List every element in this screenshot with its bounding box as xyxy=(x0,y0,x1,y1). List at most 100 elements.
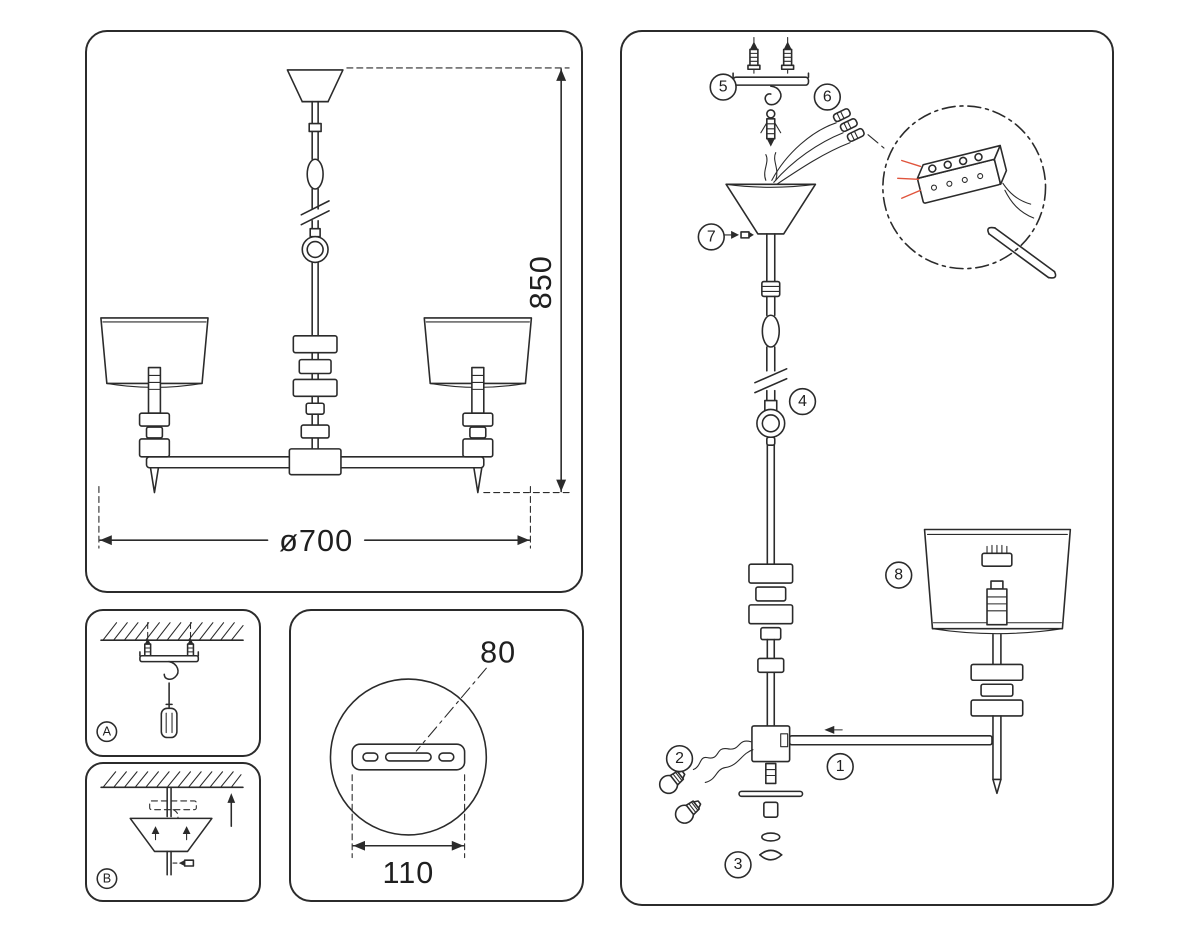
bracket-detail-panel: 80 110 xyxy=(289,609,584,902)
chandelier-overview-drawing: 850 ø700 xyxy=(98,67,570,558)
screw-icon xyxy=(780,41,795,71)
connector-icon xyxy=(832,108,851,123)
center-column-blocks xyxy=(292,335,338,439)
side-screw-icon xyxy=(172,859,195,867)
arm-bar xyxy=(788,735,993,746)
callout-6 xyxy=(813,83,842,111)
suspension-stem xyxy=(300,100,330,454)
exploded-assembly-drawing: 5 6 7 4 8 1 2 3 xyxy=(658,36,1072,879)
ceiling-bracket xyxy=(732,76,810,86)
canopy-mounting xyxy=(129,786,213,876)
plate-slot-center xyxy=(384,752,432,762)
mount-panel-a: A xyxy=(85,609,261,757)
suspension-ring xyxy=(301,235,329,264)
ceiling-hatch xyxy=(100,771,244,789)
side-screw-icon xyxy=(740,231,754,239)
callout-7-number: 7 xyxy=(707,228,716,245)
callout-4-number: 4 xyxy=(798,393,807,410)
callout-1-number: 1 xyxy=(836,758,845,775)
washer-bar xyxy=(738,790,804,798)
callout-6-number: 6 xyxy=(823,89,832,106)
callout-8 xyxy=(885,561,913,589)
chain-link xyxy=(306,158,324,190)
height-dimension-label: 850 xyxy=(523,255,558,309)
terminal-detail-circle xyxy=(882,105,1057,279)
mounting-bracket xyxy=(139,622,200,681)
callout-3-number: 3 xyxy=(734,856,743,873)
ceiling-hatch xyxy=(100,622,244,641)
hook-icon xyxy=(163,660,179,681)
callout-5-number: 5 xyxy=(719,79,728,96)
callout-8-number: 8 xyxy=(894,567,903,584)
mounting-plate xyxy=(351,743,466,771)
suspension-ring xyxy=(756,408,786,439)
mount-panel-b: B xyxy=(85,762,261,902)
anchor-bolt xyxy=(760,109,782,147)
callout-2 xyxy=(665,744,694,773)
hidden-bracket xyxy=(149,800,197,811)
height-dimension xyxy=(346,67,570,494)
break-symbol xyxy=(300,200,330,226)
connector-icon xyxy=(846,127,865,143)
mount-option-a-drawing: A xyxy=(96,622,244,743)
slot-dimension-leader xyxy=(415,667,487,752)
mounting-hardware xyxy=(732,36,810,147)
socket-prongs xyxy=(981,544,1013,567)
bracket-detail-drawing: 80 110 xyxy=(329,635,516,890)
ring-washer xyxy=(761,832,781,842)
screw-icon xyxy=(747,41,761,71)
arm-bar xyxy=(145,448,485,494)
variant-b-badge xyxy=(96,868,118,890)
screwdriver-icon xyxy=(160,682,178,739)
screw-icon xyxy=(144,638,152,657)
plate-dimension-label: 110 xyxy=(383,856,435,890)
hub-block xyxy=(751,725,791,763)
hook-icon xyxy=(764,85,782,106)
diameter-dimension xyxy=(98,486,531,549)
up-arrow-icon xyxy=(227,793,236,827)
callout-1 xyxy=(826,752,854,781)
ceiling-canopy xyxy=(129,817,213,853)
mount-option-b-drawing: B xyxy=(96,771,244,890)
plate-slot-right xyxy=(438,752,455,762)
cable-tie-icon xyxy=(987,226,1057,279)
overview-panel: 850 ø700 xyxy=(85,30,583,593)
plate-slot-left xyxy=(362,752,379,762)
finial-left xyxy=(149,466,160,494)
fastener-stack xyxy=(738,762,804,861)
chain-link xyxy=(761,314,781,348)
candle-left xyxy=(138,366,171,458)
bulb-icon xyxy=(674,800,702,824)
variant-b-label: B xyxy=(103,872,111,886)
ceiling-canopy xyxy=(725,183,817,235)
wire-marks xyxy=(897,159,922,199)
canopy-assembly xyxy=(722,152,817,239)
plate-dimension xyxy=(351,774,466,859)
variant-a-badge xyxy=(96,721,118,743)
center-column-blocks xyxy=(748,563,794,727)
wire-connectors xyxy=(771,108,887,185)
slot-dimension-label: 80 xyxy=(480,635,516,669)
break-symbol xyxy=(754,368,788,394)
screw-icon xyxy=(186,638,195,657)
callout-2-number: 2 xyxy=(675,750,684,767)
terminal-block xyxy=(916,144,1008,204)
connector-icon xyxy=(839,118,858,133)
callout-3 xyxy=(724,851,752,879)
cap-shell xyxy=(759,849,783,856)
finial-right xyxy=(473,466,483,494)
callout-5 xyxy=(709,73,737,101)
center-hub xyxy=(288,448,342,476)
lamp-socket xyxy=(986,580,1008,626)
arm-assembly xyxy=(751,725,993,763)
ceiling-canopy xyxy=(286,69,344,103)
variant-a-label: A xyxy=(103,725,112,739)
suspension-stem xyxy=(754,233,788,566)
detail-circle xyxy=(329,678,488,836)
assembly-panel: 5 6 7 4 8 1 2 3 xyxy=(620,30,1114,906)
candle-right xyxy=(462,366,494,458)
shade-assembly xyxy=(923,528,1072,795)
diameter-dimension-label: ø700 xyxy=(279,523,353,558)
finial xyxy=(992,778,1002,795)
